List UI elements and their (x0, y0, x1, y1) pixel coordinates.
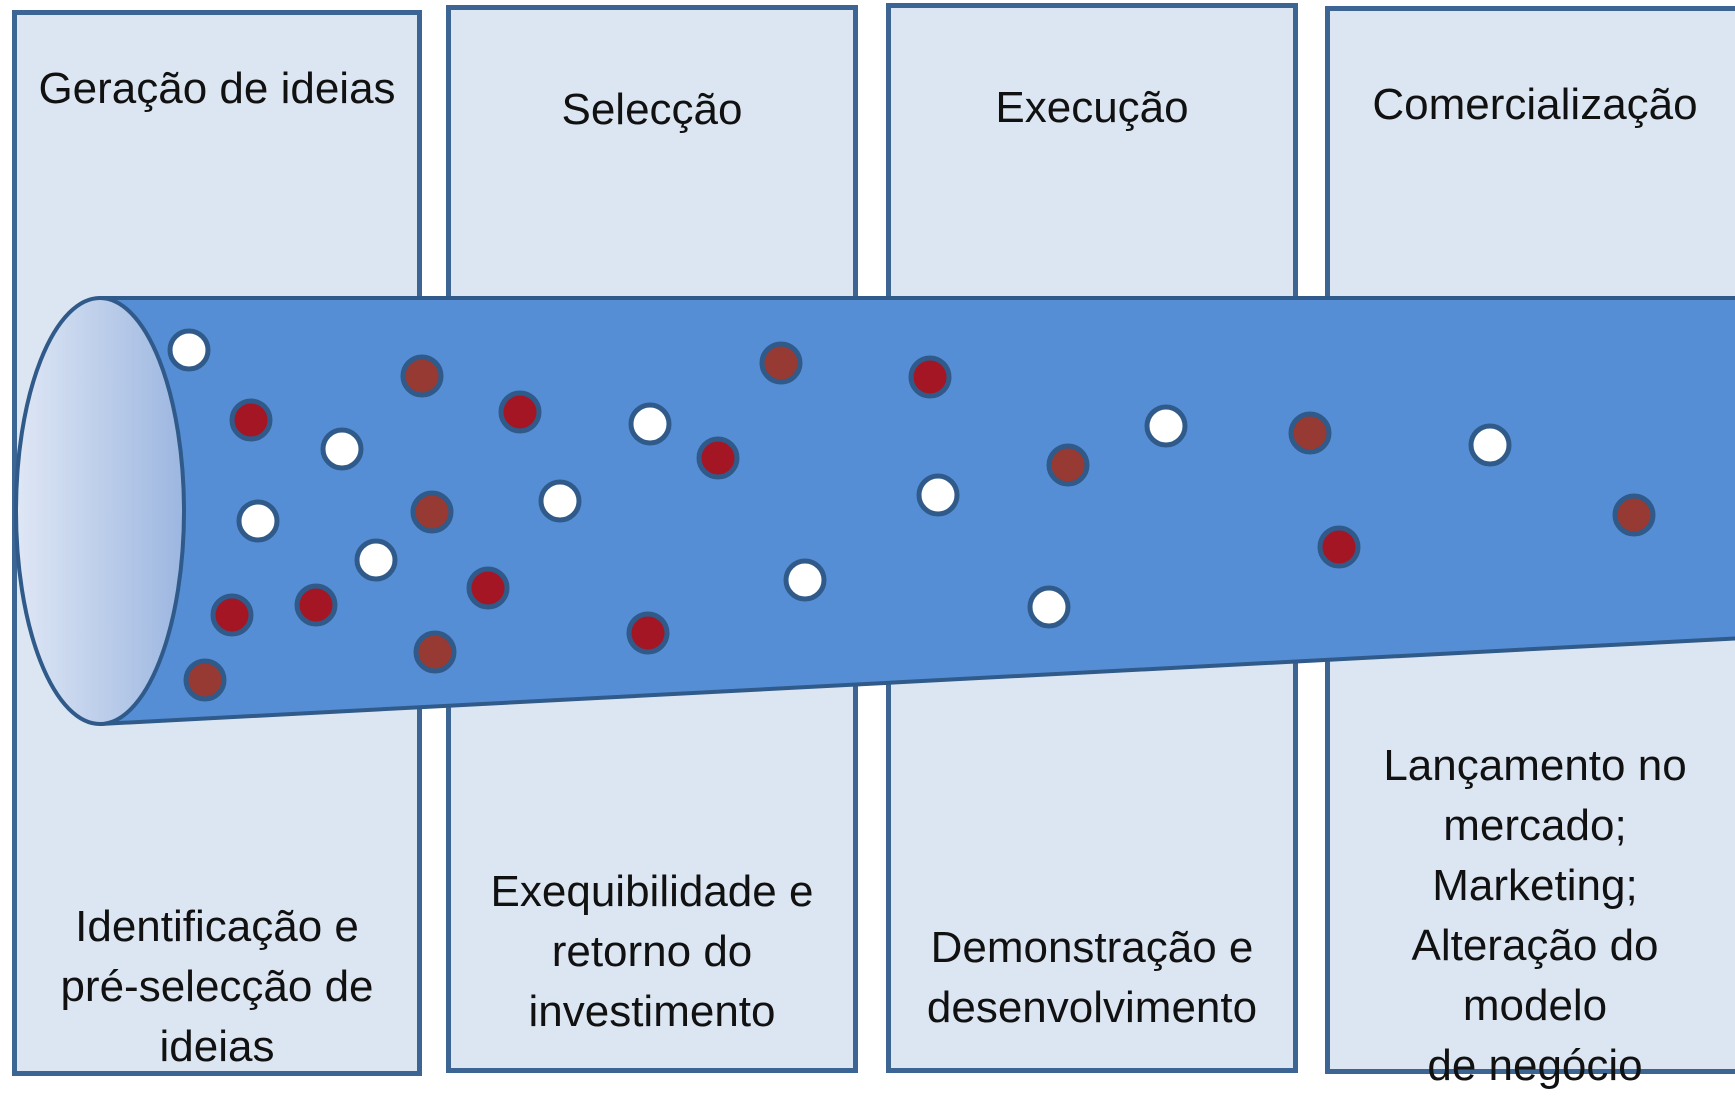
idea-dot-white (628, 402, 672, 446)
description-line: mercado; (1443, 801, 1627, 850)
idea-dot-red (183, 658, 227, 702)
idea-dot-red (1317, 525, 1361, 569)
stage-description-execution: Demonstração e desenvolvimento (891, 918, 1293, 1038)
idea-dot-red (294, 583, 338, 627)
description-line: modelo (1462, 981, 1608, 1030)
stage-title-commercialization: Comercialização (1372, 80, 1698, 129)
description-line: Alteração do (1411, 921, 1659, 970)
idea-dot-red (498, 390, 542, 434)
stage-title-ideation: Geração de ideias (38, 64, 396, 113)
stage-description-commercialization: Lançamento no mercado; Marketing; Altera… (1330, 736, 1735, 1096)
description-line: Demonstração e (930, 923, 1254, 972)
idea-dot-white (783, 558, 827, 602)
idea-particles (167, 328, 1656, 702)
idea-dot-white (916, 473, 960, 517)
idea-dot-red (229, 398, 273, 442)
idea-dot-red (210, 593, 254, 637)
idea-dot-red (908, 355, 952, 399)
idea-dot-white (538, 479, 582, 523)
stage-title-selection: Selecção (561, 85, 743, 134)
idea-dot-red (696, 436, 740, 480)
description-line: pré-selecção de (60, 962, 374, 1011)
pipe-opening (14, 296, 186, 726)
idea-dot-white (236, 499, 280, 543)
description-line: Exequibilidade e (490, 867, 814, 916)
description-line: Lançamento no (1383, 741, 1687, 790)
description-line: desenvolvimento (926, 983, 1258, 1032)
description-line: retorno do (551, 927, 753, 976)
description-line: investimento (528, 987, 776, 1036)
idea-dot-red (400, 354, 444, 398)
stage-title-execution: Execução (995, 83, 1189, 132)
description-line: Identificação e (75, 902, 359, 951)
idea-dot-white (167, 328, 211, 372)
stage-description-selection: Exequibilidade e retorno do investimento (451, 862, 853, 1042)
idea-dot-red (1288, 411, 1332, 455)
description-line: Marketing; (1432, 861, 1638, 910)
idea-dot-white (354, 538, 398, 582)
description-line: ideias (159, 1022, 275, 1071)
idea-dot-red (466, 566, 510, 610)
idea-dot-red (626, 611, 670, 655)
idea-dot-red (1612, 493, 1656, 537)
stage-description-ideation: Identificação e pré-selecção de ideias (17, 897, 417, 1077)
idea-dot-red (410, 490, 454, 534)
idea-dot-red (413, 630, 457, 674)
idea-dot-white (1468, 423, 1512, 467)
idea-dot-red (1046, 443, 1090, 487)
idea-dot-white (320, 427, 364, 471)
idea-dot-white (1144, 404, 1188, 448)
idea-dot-white (1027, 585, 1071, 629)
idea-dot-red (759, 341, 803, 385)
